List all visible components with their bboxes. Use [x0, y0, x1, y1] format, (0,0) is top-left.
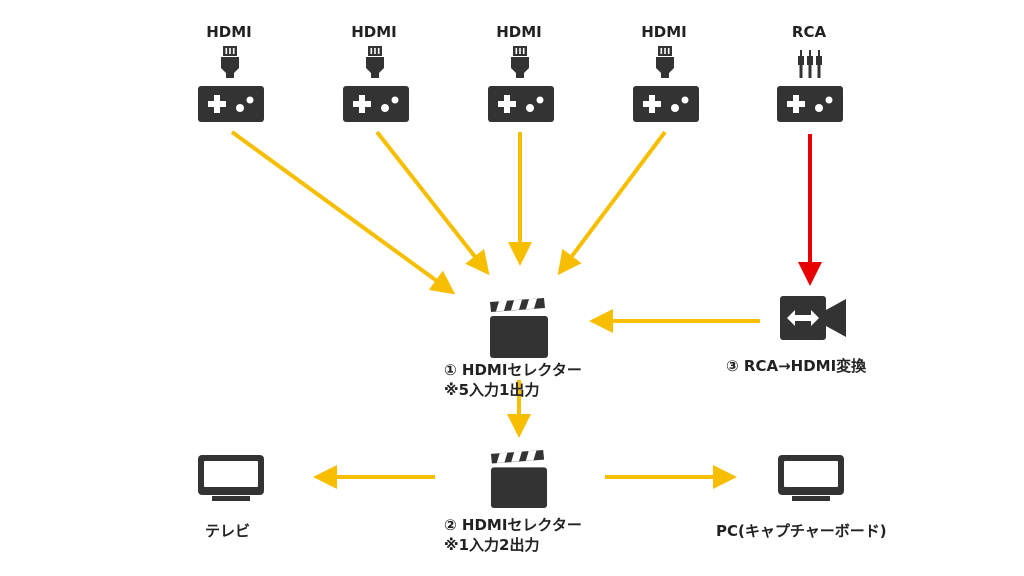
- hdmi-plug-icon: [221, 46, 239, 78]
- selector2-spec: ※1入力2出力: [444, 536, 540, 554]
- hdmi-plug-icon: [511, 46, 529, 78]
- monitor-icon: [778, 455, 844, 501]
- selector2-label: ② HDMIセレクター ※1入力2出力: [444, 515, 582, 555]
- connector-label: RCA: [791, 23, 827, 41]
- gamepad-icon: [488, 86, 554, 122]
- converter-label: ③ RCA→HDMI変換: [726, 357, 867, 375]
- gamepad-icon: [343, 86, 409, 122]
- hdmi-plug-icon: [656, 46, 674, 78]
- gamepad-icon: [777, 86, 843, 122]
- monitor-icon: [198, 455, 264, 501]
- clapperboard-icon: [490, 450, 548, 508]
- selector1-label: ① HDMIセレクター ※5入力1出力: [444, 360, 582, 400]
- connector-label: HDMI: [496, 23, 542, 41]
- connector-label: HDMI: [641, 23, 687, 41]
- selector1-title: ① HDMIセレクター: [444, 361, 582, 379]
- gamepad-icon: [198, 86, 264, 122]
- arrow-source4-to-selector1: [557, 130, 667, 276]
- video-camera-icon: [780, 296, 846, 340]
- pc-label: PC(キャプチャーボード): [716, 522, 887, 540]
- rca-plug-icon: [798, 50, 822, 78]
- arrow-source1-to-selector1: [230, 130, 456, 295]
- connector-label: HDMI: [206, 23, 252, 41]
- selector2-title: ② HDMIセレクター: [444, 516, 582, 534]
- connector-label: HDMI: [351, 23, 397, 41]
- gamepad-icon: [633, 86, 699, 122]
- tv-label: テレビ: [205, 522, 251, 540]
- hdmi-plug-icon: [366, 46, 384, 78]
- selector1-spec: ※5入力1出力: [444, 381, 540, 399]
- arrow-source2-to-selector1: [375, 130, 490, 276]
- clapperboard-icon: [490, 298, 548, 358]
